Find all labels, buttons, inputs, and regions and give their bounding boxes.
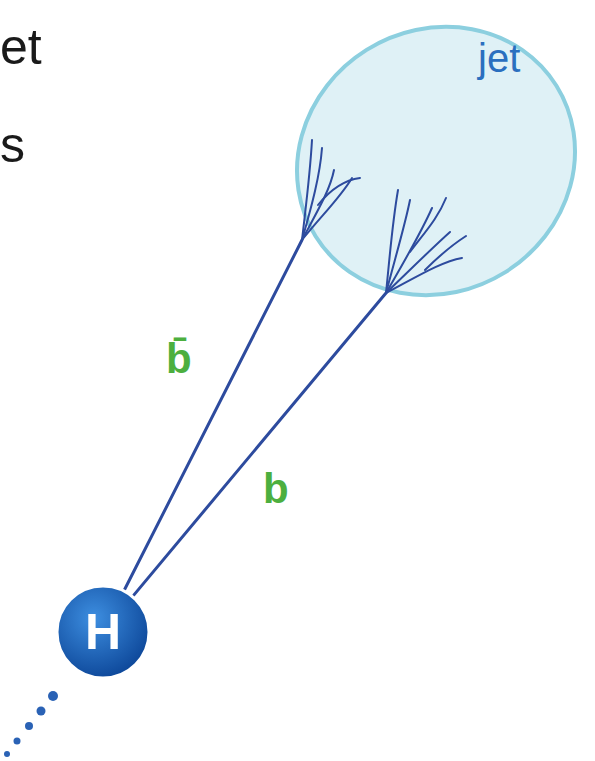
- higgs-label: H: [85, 607, 121, 657]
- quark-label: b: [263, 468, 289, 510]
- jet-region: jet: [290, 12, 582, 310]
- higgs-circle: H: [55, 584, 151, 680]
- jet-label: jet: [478, 38, 520, 78]
- slide-text-fragment: et: [0, 22, 42, 72]
- quark-line: [125, 240, 302, 589]
- continuation-dots: [4, 691, 58, 757]
- quark-line: [134, 293, 386, 595]
- slide-text-fragment: s: [0, 120, 25, 170]
- jet-ellipse: [290, 12, 582, 310]
- quark-label: b̄: [166, 338, 192, 380]
